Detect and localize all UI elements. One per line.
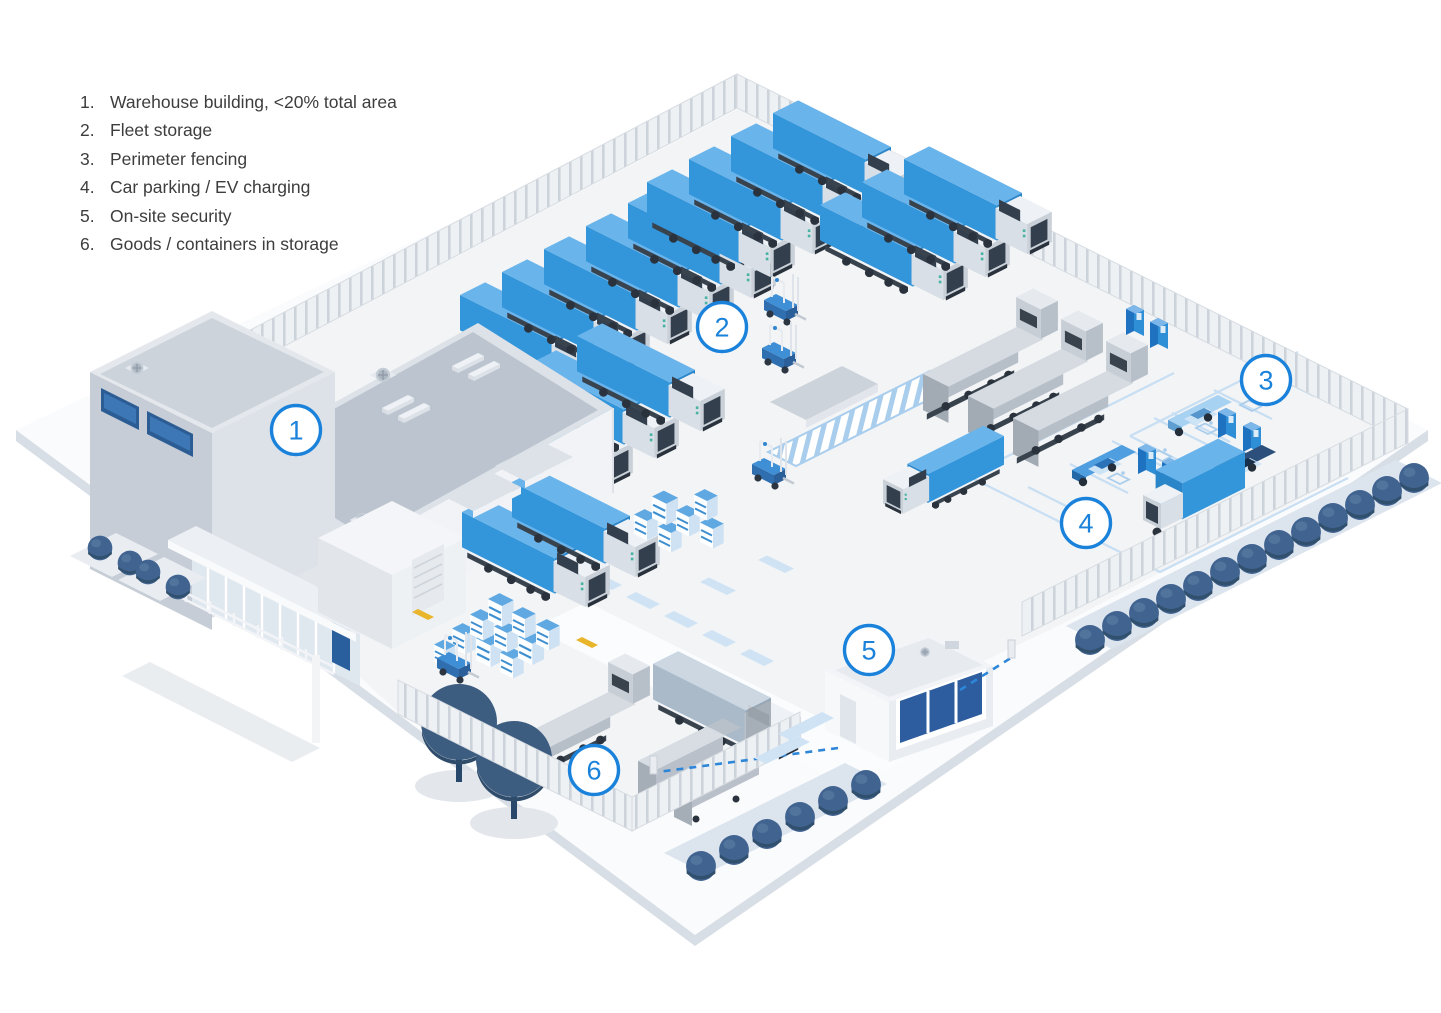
marker-label: 3 <box>1258 366 1273 396</box>
ramp <box>770 366 878 420</box>
marker-label: 1 <box>288 416 303 446</box>
number-marker-5: 5 <box>842 623 896 677</box>
legend-number: 5. <box>80 205 95 226</box>
hut-door <box>840 694 856 744</box>
legend-label: On-site security <box>110 205 232 226</box>
office-glazing <box>192 550 360 686</box>
barrier-line <box>657 746 839 774</box>
legend-label: Goods / containers in storage <box>110 234 339 255</box>
fence-se-upper <box>1021 408 1409 637</box>
barrier-line <box>959 654 1015 692</box>
dock-canopies <box>443 442 573 518</box>
legend-number: 6. <box>80 234 95 255</box>
marker-label: 5 <box>861 636 876 666</box>
legend-label: Warehouse building, <20% total area <box>110 92 397 112</box>
number-marker-3: 3 <box>1239 353 1293 407</box>
legend-number: 4. <box>80 177 95 198</box>
legend-label: Car parking / EV charging <box>110 177 311 198</box>
fence-sw <box>397 679 633 832</box>
number-marker-6: 6 <box>567 743 621 797</box>
legend-number: 1. <box>80 92 95 112</box>
security-hut <box>825 634 993 762</box>
hazard-strip <box>576 637 598 648</box>
ev-charger <box>1218 408 1236 439</box>
support-column <box>312 655 320 743</box>
ev-charger <box>1138 444 1156 475</box>
legend-number: 3. <box>80 148 95 169</box>
ev-charger <box>1150 318 1168 349</box>
number-marker-2: 2 <box>695 300 749 354</box>
number-marker-1: 1 <box>269 403 323 457</box>
perimeter-fence-front <box>397 408 1409 832</box>
legend-number: 2. <box>80 120 95 141</box>
legend-item: 6. Goods / containers in storage <box>80 230 397 258</box>
marker-label: 6 <box>586 756 601 786</box>
legend-item: 5. On-site security <box>80 202 397 230</box>
legend-item: 1. Warehouse building, <20% total area <box>80 88 397 116</box>
marker-label: 4 <box>1078 509 1093 539</box>
legend: 1. Warehouse building, <20% total area 2… <box>80 88 397 258</box>
front-extension <box>318 501 466 649</box>
number-markers: 1 2 3 4 5 6 <box>269 300 1293 797</box>
road-dash-markings <box>588 555 794 666</box>
legend-label: Fleet storage <box>110 120 213 141</box>
legend-label: Perimeter fencing <box>110 148 248 169</box>
marker-label: 2 <box>714 313 729 343</box>
number-marker-4: 4 <box>1059 496 1113 550</box>
entrance-gate <box>649 639 1016 775</box>
dock-door <box>412 544 444 616</box>
ev-charger <box>1126 305 1144 336</box>
legend-item: 3. Perimeter fencing <box>80 145 397 173</box>
warehouse-building <box>90 311 614 762</box>
hazard-strip <box>412 609 434 620</box>
legend-item: 2. Fleet storage <box>80 116 397 144</box>
legend-item: 4. Car parking / EV charging <box>80 173 397 201</box>
